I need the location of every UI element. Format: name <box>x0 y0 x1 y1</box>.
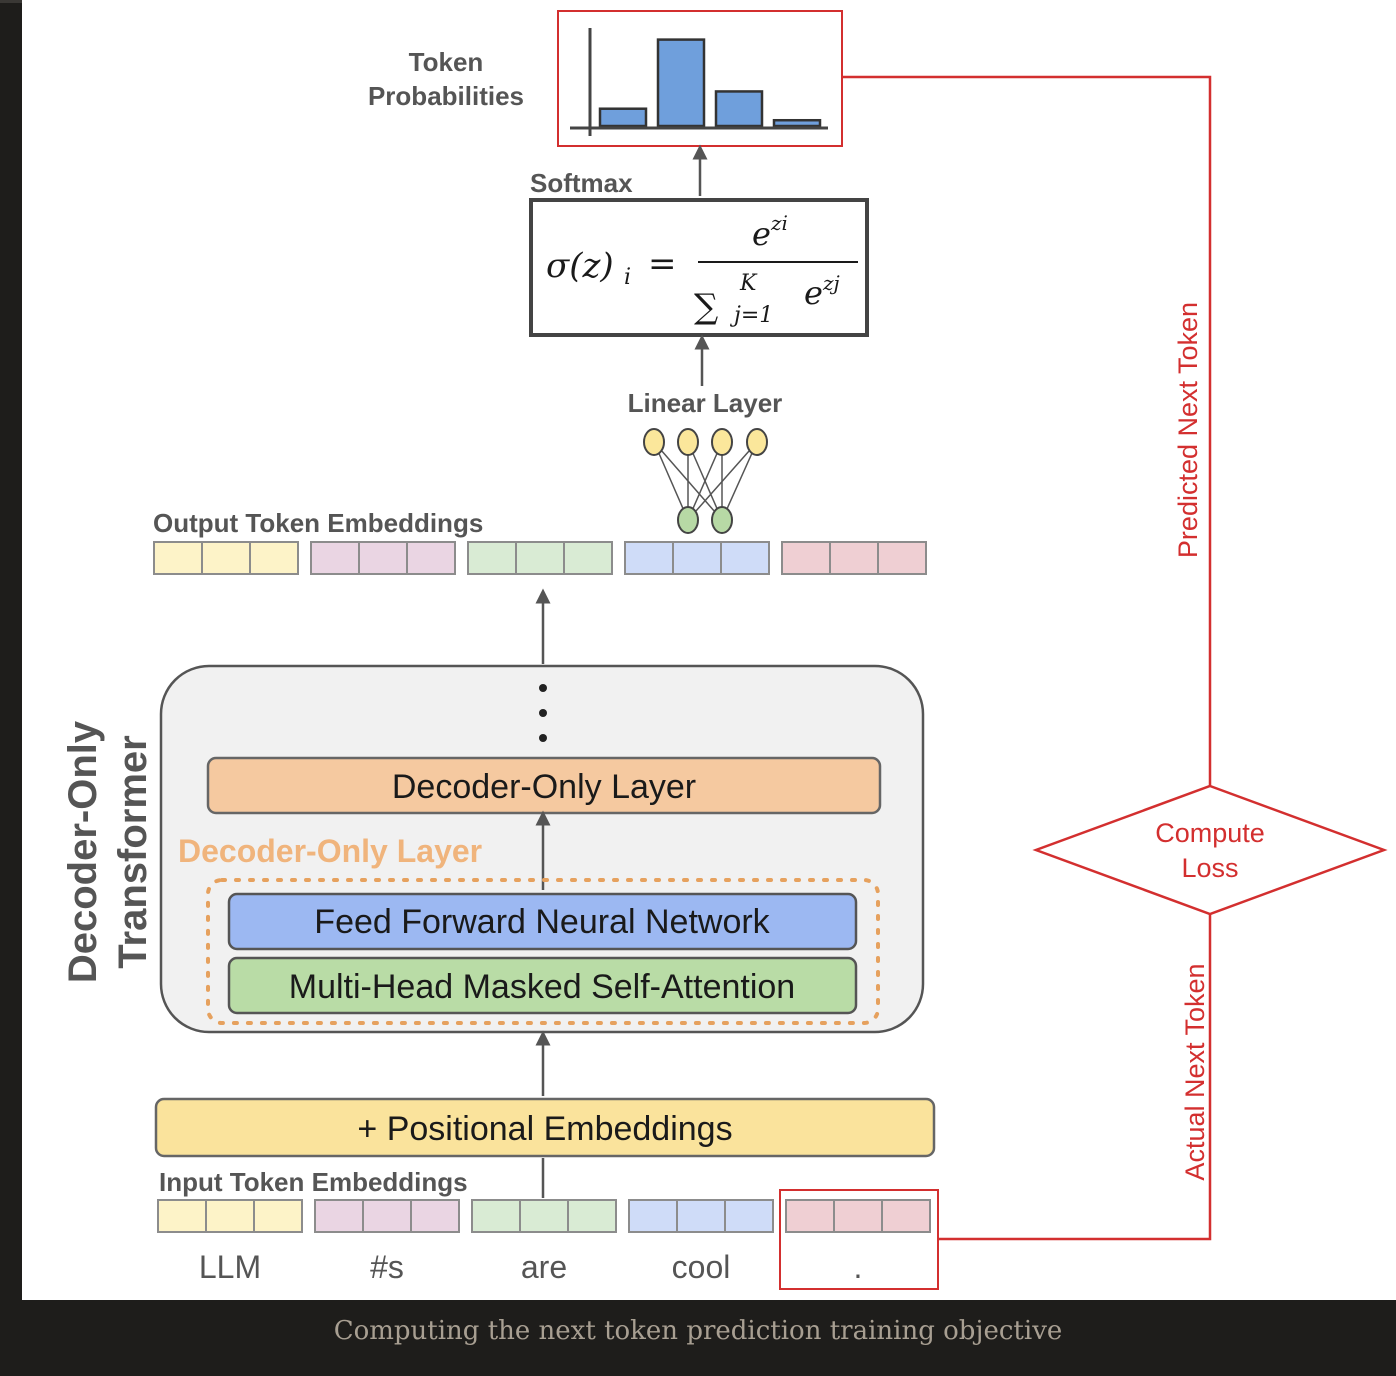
output-embedding-cell <box>877 541 927 575</box>
input-embedding-cell <box>881 1199 931 1233</box>
softmax-label: Softmax <box>530 168 633 198</box>
compute-loss-diamond <box>1032 784 1388 916</box>
predicted-next-token-label: Predicted Next Token <box>1173 302 1203 558</box>
output-embedding-cell <box>249 541 299 575</box>
token-probabilities-label-line2: Probabilities <box>368 81 524 111</box>
input-embedding-cell <box>410 1199 460 1233</box>
actual-next-token-label: Actual Next Token <box>1180 963 1210 1180</box>
token-word: are <box>521 1249 567 1285</box>
input-embedding-cell <box>519 1199 569 1233</box>
figure-caption: Computing the next token prediction trai… <box>333 1316 1063 1346</box>
linear-layer-label: Linear Layer <box>628 388 783 418</box>
actual-token-line <box>938 914 1212 1241</box>
input-neuron <box>677 506 699 534</box>
ellipsis-dot <box>539 684 547 692</box>
output-embedding-cell <box>829 541 879 575</box>
output-neuron <box>643 428 665 456</box>
network-connection <box>653 441 689 521</box>
ellipsis-dot <box>539 734 547 742</box>
network-connection <box>721 441 758 521</box>
feed-forward-block <box>227 892 858 951</box>
token-words: LLM #s are cool. <box>199 1249 863 1285</box>
input-embedding-cell <box>676 1199 726 1233</box>
token-word: cool <box>672 1249 731 1285</box>
probability-bar <box>772 118 822 128</box>
token-probabilities-label-line1: Token <box>409 47 484 77</box>
formula-sum-upper: K <box>739 271 758 296</box>
compute-loss-label-line1: Compute <box>1155 818 1265 848</box>
decoder-only-layer-stacked-label: Decoder-Only Layer <box>392 768 696 806</box>
positional-embeddings-block <box>154 1097 936 1158</box>
input-neuron <box>711 506 733 534</box>
probability-bar-chart <box>598 38 822 128</box>
input-token-embeddings-label: Input Token Embeddings <box>159 1167 468 1197</box>
probability-bar <box>714 90 764 128</box>
softmax-formula: σ(z) i = e zi ∑ K j=1 e zj <box>546 211 858 328</box>
output-neuron <box>677 428 699 456</box>
probability-bar <box>598 107 648 128</box>
decoder-layer-detail-outline <box>206 878 880 1025</box>
input-embedding-cell <box>628 1199 678 1233</box>
formula-sum-symbol: ∑ <box>694 287 718 327</box>
formula-lhs: σ(z) <box>546 246 614 286</box>
input-embedding-cell <box>833 1199 883 1233</box>
output-embedding-cell <box>153 541 203 575</box>
formula-denominator-exponent: zj <box>822 271 840 295</box>
output-embedding-cell <box>720 541 770 575</box>
input-embedding-cell <box>567 1199 617 1233</box>
positional-embeddings-label: + Positional Embeddings <box>357 1110 732 1148</box>
output-embedding-cell <box>310 541 360 575</box>
output-embedding-cell <box>201 541 251 575</box>
linear-layer-network <box>643 428 768 534</box>
probability-bar <box>656 38 706 128</box>
formula-sum-lower: j=1 <box>729 303 773 328</box>
output-neuron <box>746 428 768 456</box>
input-token-embeddings <box>157 1199 931 1233</box>
ellipsis-dot <box>539 709 547 717</box>
formula-lhs-subscript: i <box>624 265 631 290</box>
network-connection <box>687 441 758 521</box>
output-embedding-cell <box>781 541 831 575</box>
output-embedding-cell <box>672 541 722 575</box>
output-embedding-cell <box>358 541 408 575</box>
input-embedding-cell <box>471 1199 521 1233</box>
output-embedding-cell <box>624 541 674 575</box>
input-embedding-cell <box>362 1199 412 1233</box>
input-embedding-cell <box>253 1199 303 1233</box>
token-word: LLM <box>199 1249 261 1285</box>
softmax-formula-box <box>529 198 869 337</box>
output-neuron <box>711 428 733 456</box>
formula-equals: = <box>648 244 677 284</box>
token-word: #s <box>370 1249 404 1285</box>
token-word: . <box>854 1249 863 1285</box>
output-token-embeddings-label: Output Token Embeddings <box>153 508 483 538</box>
diagram-panel: Token Probabilities Softmax σ(z) i = e z… <box>22 0 1396 1300</box>
predicted-token-line <box>842 75 1212 786</box>
output-embedding-cell <box>467 541 517 575</box>
input-embedding-cell <box>724 1199 774 1233</box>
network-connection <box>687 441 723 521</box>
output-token-embeddings <box>153 541 927 575</box>
formula-numerator: e <box>752 215 771 253</box>
decoder-only-layer-detail-label: Decoder-Only Layer <box>178 833 482 869</box>
diagram: Token Probabilities Softmax σ(z) i = e z… <box>61 10 1388 1290</box>
transformer-title-line1: Decoder-Only <box>61 720 105 983</box>
formula-numerator-exponent: zi <box>770 211 788 235</box>
transformer-title-line2: Transformer <box>111 735 155 968</box>
input-embedding-cell <box>157 1199 207 1233</box>
output-embedding-cell <box>406 541 456 575</box>
compute-loss-label-line2: Loss <box>1181 853 1238 883</box>
formula-denominator-e: e <box>804 274 823 312</box>
attention-label: Multi-Head Masked Self-Attention <box>289 968 795 1006</box>
feed-forward-label: Feed Forward Neural Network <box>314 903 770 941</box>
input-embedding-cell <box>314 1199 364 1233</box>
output-embedding-cell <box>515 541 565 575</box>
attention-block <box>227 956 858 1015</box>
input-embedding-cell <box>205 1199 255 1233</box>
output-embedding-cell <box>563 541 613 575</box>
input-embedding-cell <box>785 1199 835 1233</box>
